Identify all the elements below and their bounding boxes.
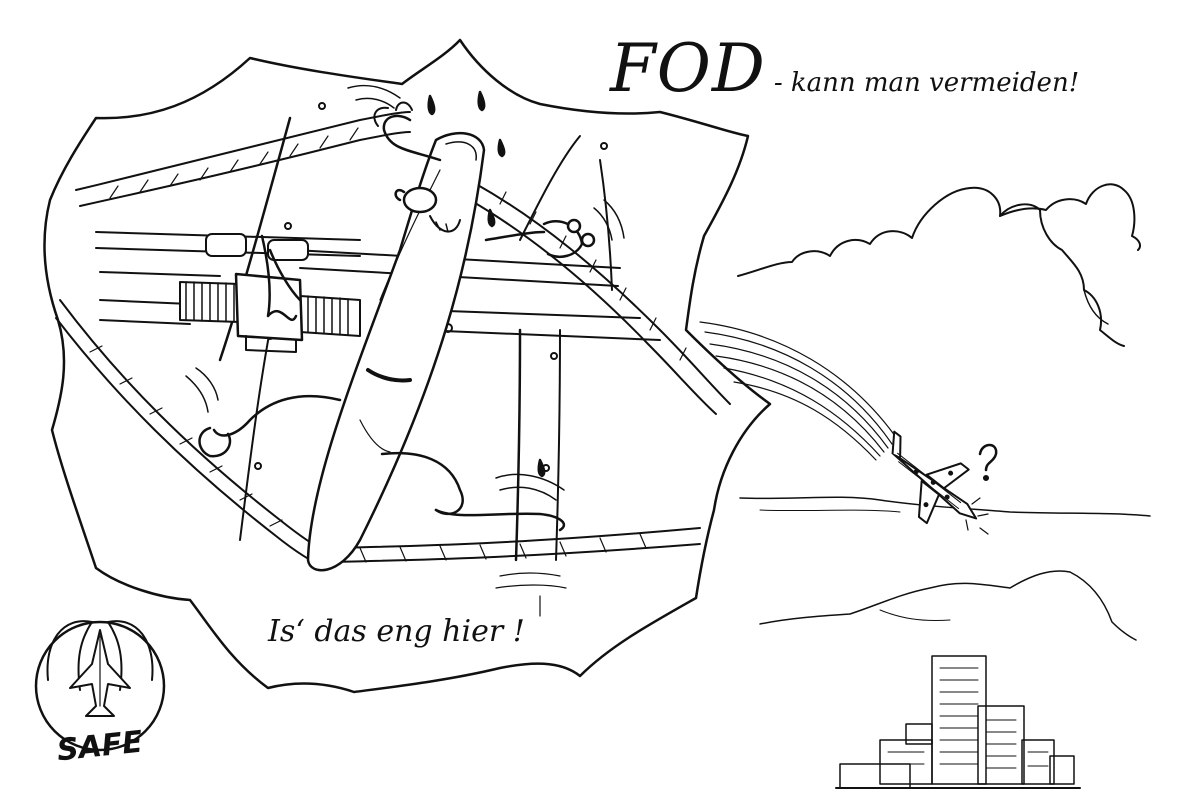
headline: FOD- kann man vermeiden! (610, 30, 1190, 110)
jet-aircraft-icon (891, 430, 978, 525)
safe-logo-label: SAFE (55, 725, 145, 766)
clouds (737, 183, 1141, 347)
trapped-tool-character (185, 84, 625, 572)
ripple-lines (495, 572, 567, 617)
hose-clamp-icon (179, 233, 361, 353)
speech-bubble (43, 38, 772, 694)
safe-logo-text: SAFE (55, 725, 145, 766)
impact-sparks (965, 497, 989, 535)
headline-main: FOD (610, 30, 766, 107)
cloud-right (999, 183, 1141, 251)
cloud-left (737, 186, 1125, 347)
question-mark-icon (978, 443, 998, 482)
twisted-cables (55, 111, 731, 569)
headline-sub: - kann man vermeiden! (773, 68, 1080, 98)
mountain-icon (759, 570, 1137, 641)
safe-logo-icon (34, 620, 166, 752)
horizon (739, 496, 1151, 517)
city-skyline-icon (835, 655, 1081, 789)
speech-text: Is‘ das eng hier ! (268, 614, 525, 649)
smoke-trails (699, 321, 899, 461)
